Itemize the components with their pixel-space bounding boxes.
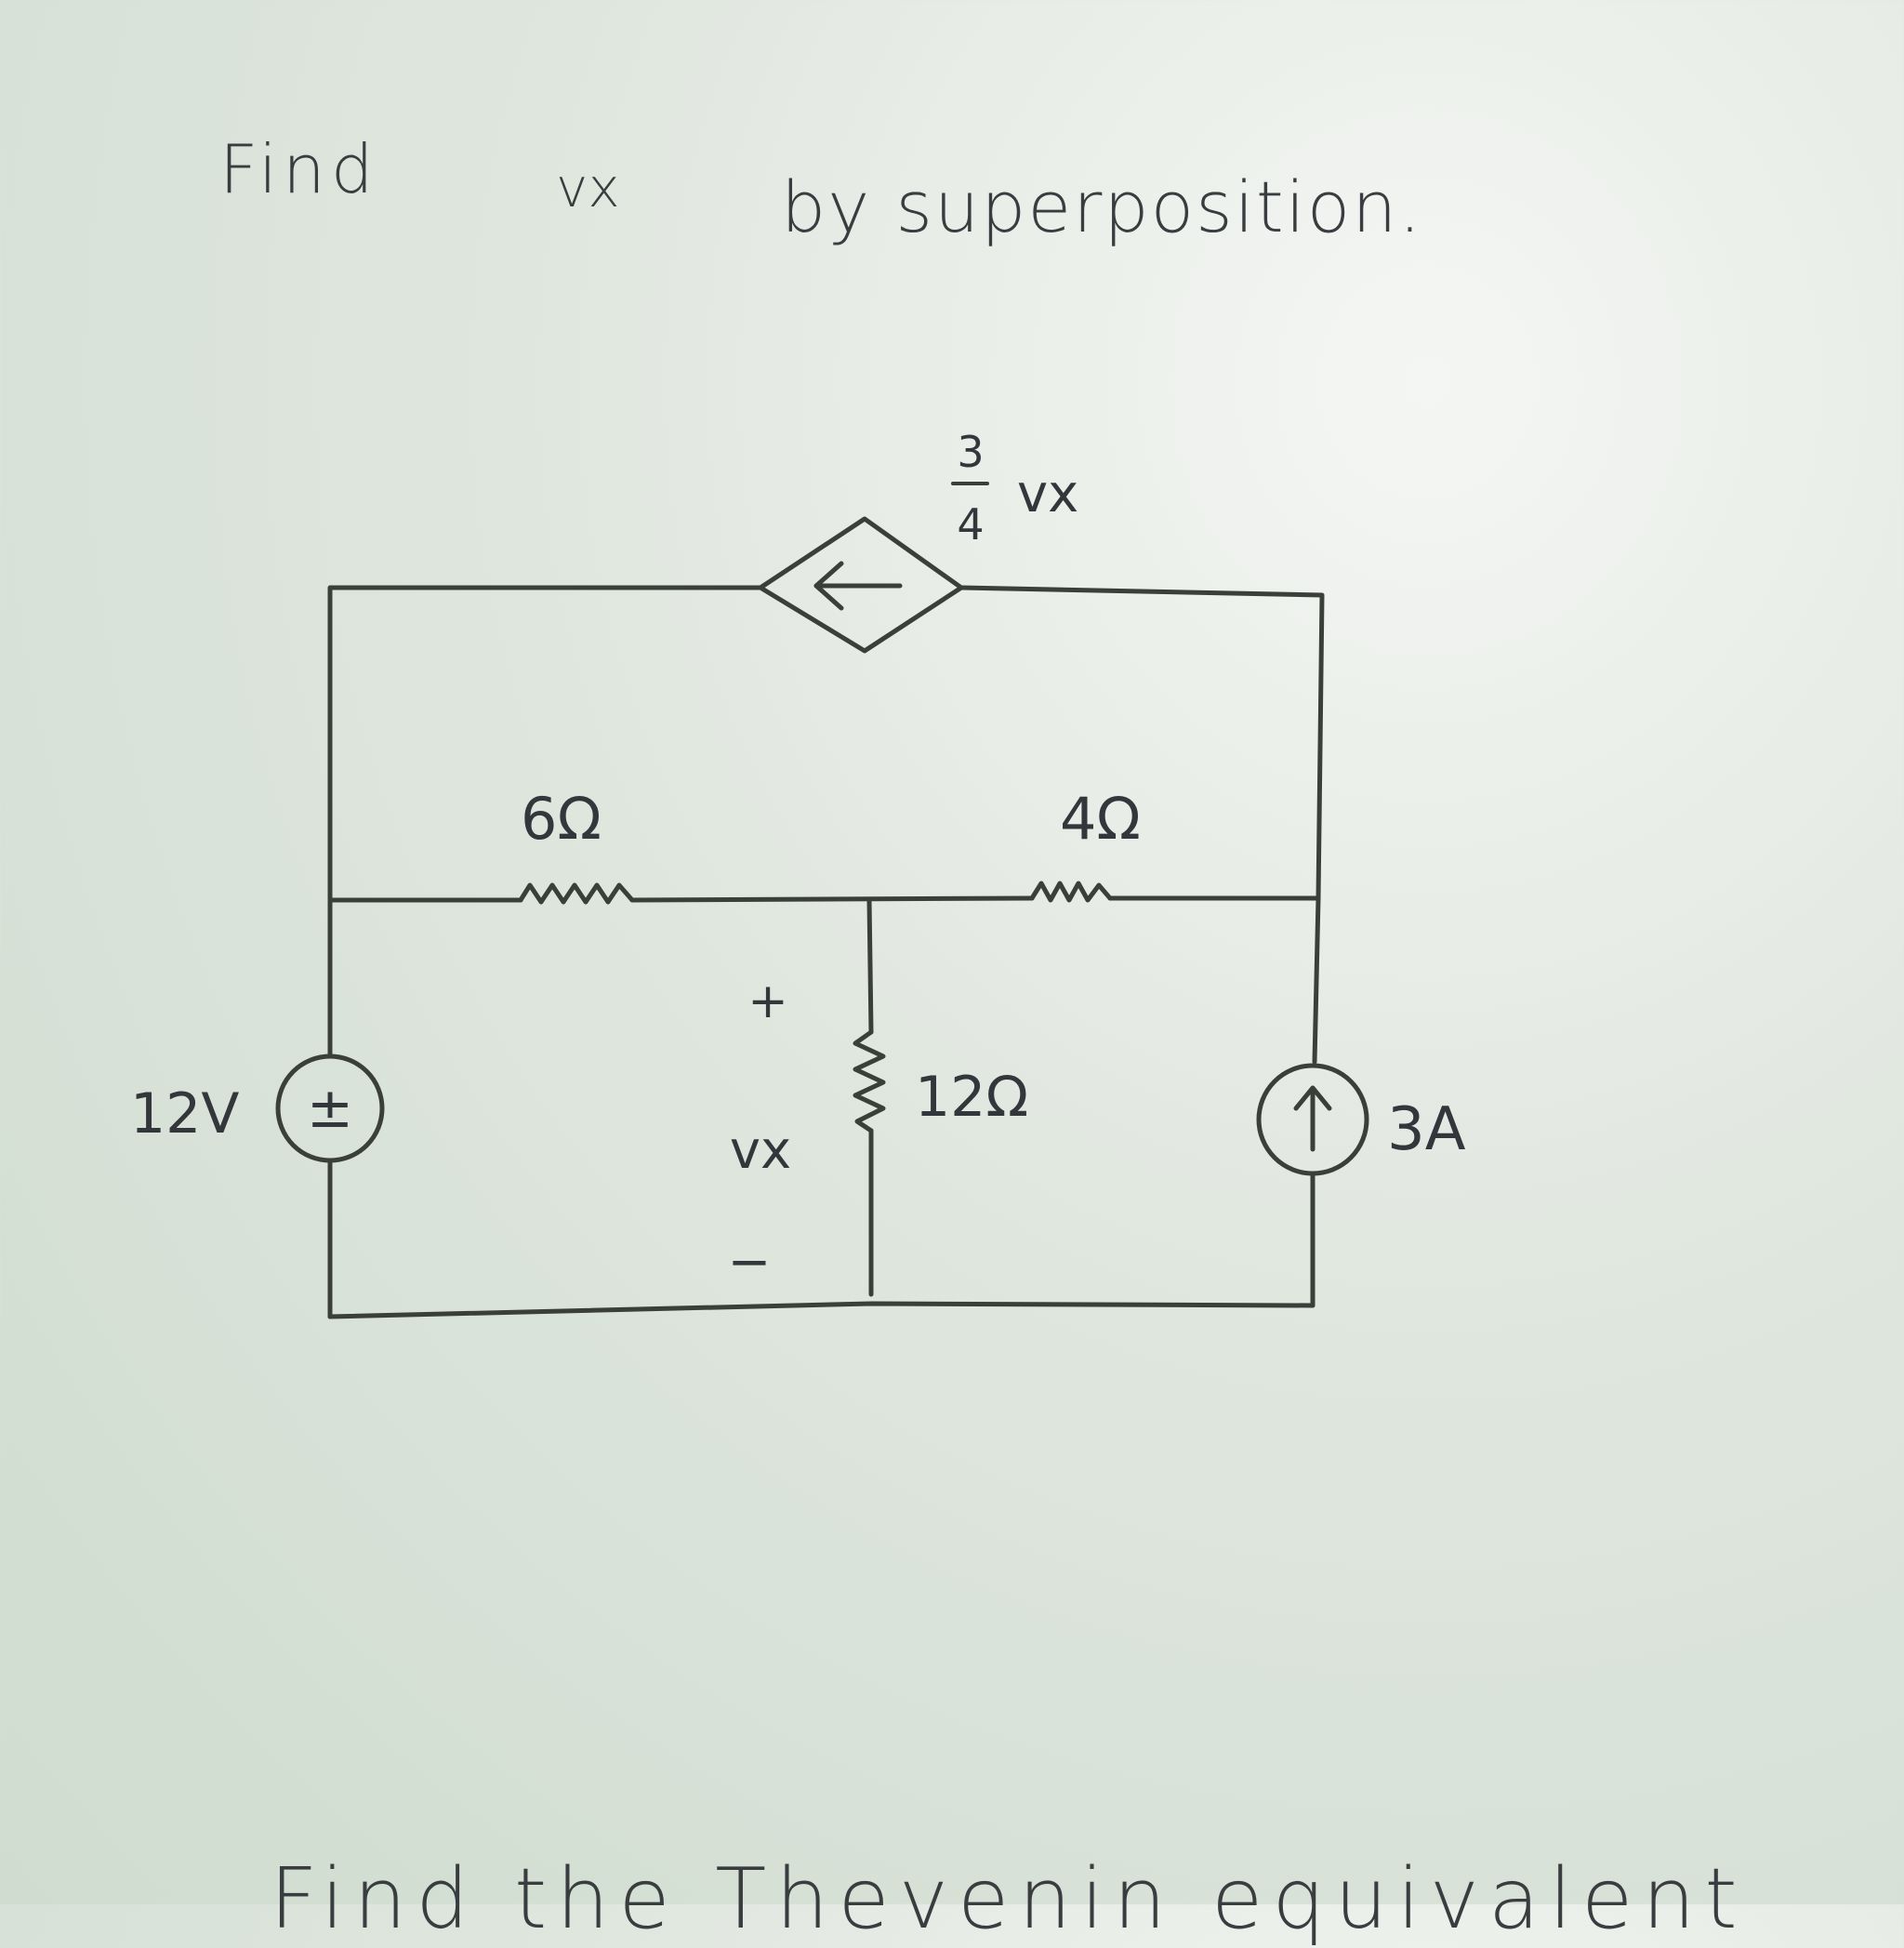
worksheet-page: Find vx by superposition. 3 4 vx 6Ω 4Ω ±… <box>130 130 1738 1948</box>
arrow-left-icon <box>813 561 903 611</box>
circuit-diagram: 3 4 vx 6Ω 4Ω ± 12V 12Ω + vx − <box>130 427 1466 1319</box>
wire-mid-center <box>629 895 1035 903</box>
voltage-source-label: 12V <box>130 1081 239 1146</box>
next-problem-text: Find the Thevenin equivalent <box>270 1850 1747 1948</box>
resistor-4-ohm <box>1029 881 1113 903</box>
dep-source-numerator: 3 <box>957 427 984 477</box>
plus-minus-icon: ± <box>307 1076 353 1141</box>
wire-top-right <box>959 585 1325 901</box>
resistor-6-ohm-label: 6Ω <box>521 785 602 853</box>
problem-instruction: by superposition. <box>781 166 1423 248</box>
wire-top-left <box>327 585 763 737</box>
problem-variable: vx <box>556 156 620 219</box>
vx-minus-sign: − <box>728 1232 772 1292</box>
resistor-12-ohm <box>853 1029 886 1133</box>
current-source-label: 3A <box>1387 1095 1466 1164</box>
problem-find-word: Find <box>219 130 379 208</box>
resistor-12-ohm-label: 12Ω <box>915 1065 1028 1130</box>
resistor-4-ohm-label: 4Ω <box>1060 785 1141 853</box>
wire-bottom <box>327 1301 1316 1319</box>
dep-source-denominator: 4 <box>957 499 984 550</box>
dependent-current-source <box>758 516 964 654</box>
resistor-6-ohm <box>518 882 635 905</box>
vx-plus-sign: + <box>747 974 788 1029</box>
wire-center-upper <box>866 897 874 1035</box>
wire-right-upper <box>1312 895 1321 1065</box>
dep-source-variable: vx <box>1017 464 1078 524</box>
arrow-up-icon <box>1293 1085 1332 1152</box>
vx-label: vx <box>730 1120 791 1181</box>
